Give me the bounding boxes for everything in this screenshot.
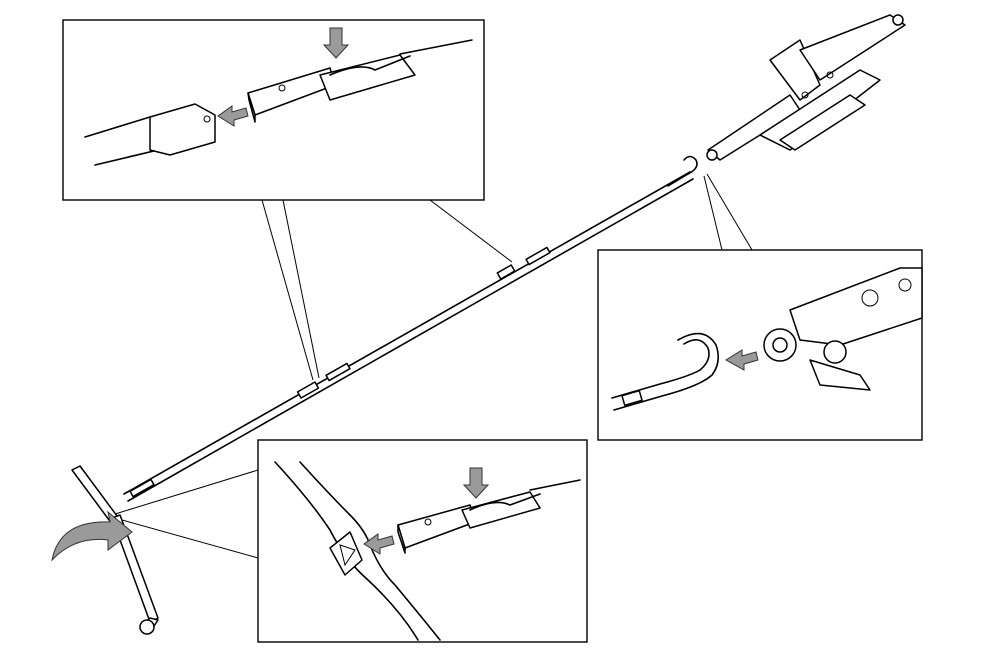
wheel-wrench (51, 465, 159, 635)
detail-box-rod-connection (62, 19, 485, 201)
extension-rod (123, 155, 698, 502)
rod-joint (296, 381, 320, 399)
push-arrow-icon (725, 349, 759, 371)
scissor-jack (706, 14, 906, 161)
rod-joint (496, 264, 516, 280)
push-arrow-icon (363, 533, 395, 555)
callout-lines (114, 173, 753, 559)
press-arrow-icon (462, 467, 490, 499)
rod-joint (525, 246, 551, 266)
rotate-arrow-icon (51, 510, 133, 562)
rod-hook (667, 155, 698, 187)
press-arrow-icon (322, 27, 350, 59)
rod-joint (325, 362, 351, 382)
push-arrow-icon (217, 105, 249, 127)
detail-box-wrench-connection (257, 439, 588, 643)
rod-end (129, 478, 155, 498)
detail-box-jack-hook (597, 249, 923, 441)
